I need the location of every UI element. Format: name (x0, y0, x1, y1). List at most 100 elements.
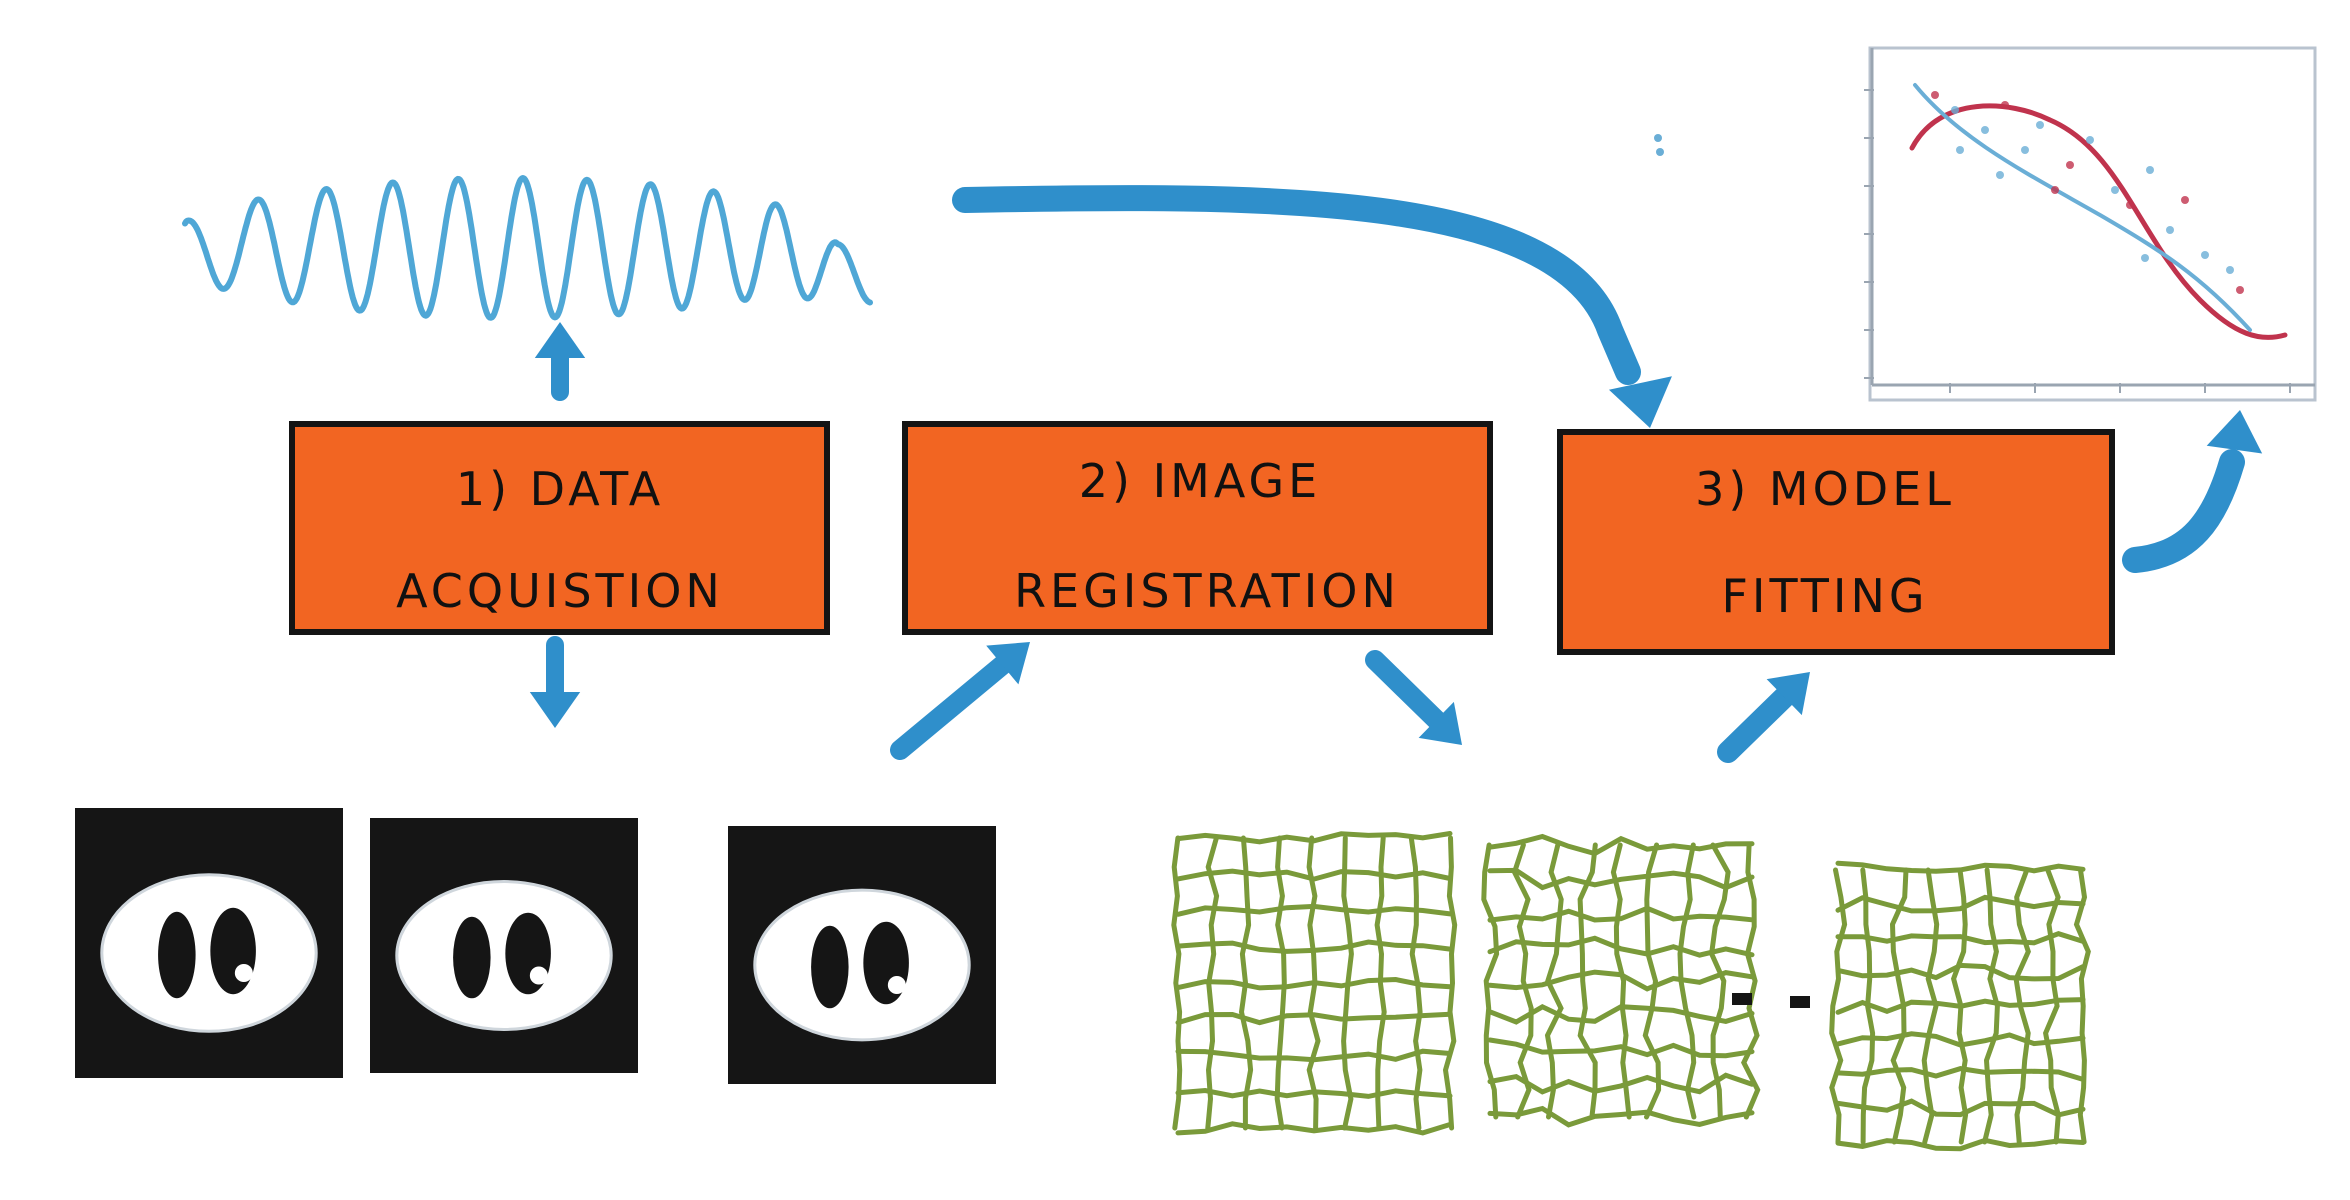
arrow-into-fitting-head (1766, 672, 1810, 716)
plot-data-point (2201, 251, 2209, 259)
plot-data-point (2021, 146, 2029, 154)
grid-line-vertical (1481, 842, 1500, 1120)
plot-data-point (2166, 226, 2174, 234)
grid-line-vertical (1709, 842, 1731, 1120)
grid-line-vertical (1577, 842, 1598, 1120)
signal-wave-icon (182, 175, 873, 321)
arrow-signal-to-fitting-shaft (952, 185, 1641, 385)
stray-dot (1656, 148, 1664, 156)
step-box-image-registration: 2) IMAGE REGISTRATION (902, 421, 1493, 635)
step-3-line-2: FITTING (1721, 569, 1928, 623)
plot-data-point (2236, 286, 2244, 294)
plot-data-point (1981, 126, 1989, 134)
grid-line-horizontal (1835, 1137, 2086, 1152)
grid-line-vertical (1921, 867, 1940, 1145)
plot-data-point (1956, 146, 1964, 154)
grid-line-vertical (1642, 842, 1662, 1120)
grid-line-horizontal (1835, 1066, 2086, 1082)
deformation-grid-icon (1171, 831, 1458, 1136)
mri-lung-left (453, 916, 491, 999)
grid-line-horizontal (1835, 962, 2086, 982)
grid-line-vertical (1442, 835, 1458, 1131)
plot-frame (1868, 46, 2317, 402)
deformation-grids (1171, 831, 2091, 1152)
deformation-grid-icon (1481, 833, 1761, 1128)
grid-line-vertical (1341, 835, 1354, 1131)
grid-line-vertical (1829, 867, 1848, 1145)
mri-slice-icon (75, 808, 343, 1078)
plot-data-point (2181, 196, 2189, 204)
plot-data-point (1931, 91, 1939, 99)
fit-plot-icon (1654, 46, 2317, 402)
grid-line-vertical (1511, 842, 1534, 1120)
mri-body-outline (753, 888, 971, 1042)
mri-body-outline (395, 880, 613, 1031)
step-1-line-1: 1) DATA (456, 462, 664, 516)
mri-slice-icon (728, 826, 996, 1084)
plot-fit-curve-blue (1913, 83, 2252, 332)
grid-line-horizontal (1835, 1031, 2086, 1048)
plot-data-point (2126, 201, 2134, 209)
deformation-grid-icon (1829, 860, 2091, 1152)
plot-data-point (2001, 101, 2009, 109)
mri-lung-left (158, 911, 196, 999)
step-box-model-fitting: 3) MODEL FITTING (1557, 429, 2115, 655)
grid-line-horizontal (1487, 867, 1755, 891)
step-2-line-1: 2) IMAGE (1079, 454, 1321, 508)
plot-data-point (2226, 266, 2234, 274)
grid-line-horizontal (1835, 1098, 2086, 1118)
arrow-fitting-to-plot-shaft (2122, 449, 2245, 573)
plot-data-point (2066, 161, 2074, 169)
mri-body-outline (100, 873, 318, 1033)
step-2-line-2: REGISTRATION (1014, 564, 1400, 618)
mri-lung-left (811, 925, 849, 1009)
grid-line-horizontal (1175, 1121, 1453, 1136)
mri-heart-highlight (529, 966, 548, 985)
grid-line-horizontal (1487, 833, 1755, 857)
grid-line-vertical (2043, 867, 2061, 1145)
grid-line-horizontal (1487, 1037, 1755, 1059)
grid-line-horizontal (1487, 969, 1755, 992)
grid-line-vertical (2073, 867, 2091, 1145)
mri-lung-right (210, 907, 256, 995)
grid-line-vertical (2013, 867, 2031, 1145)
arrow-signal-to-fitting-head (1608, 376, 1672, 428)
plot-fit-curve-red (1909, 103, 2288, 340)
plot-data-point (2051, 186, 2059, 194)
grid-line-horizontal (1487, 1003, 1755, 1025)
plot-data-point (2086, 136, 2094, 144)
grid-line-vertical (1741, 842, 1761, 1120)
grid-line-vertical (1171, 835, 1183, 1131)
grid-line-vertical (1374, 835, 1387, 1131)
ellipsis-icon (1732, 993, 1810, 1008)
step-3-line-1: 3) MODEL (1695, 462, 1955, 516)
grid-line-vertical (1677, 842, 1697, 1120)
grid-line-horizontal (1487, 1105, 1755, 1128)
step-1-line-2: ACQUISTION (396, 564, 724, 618)
arrow-into-fitting-shaft (1717, 681, 1801, 763)
mri-heart-highlight (887, 976, 906, 994)
arrow-to-grids-shaft (1365, 650, 1452, 735)
arrow-into-registration-head (986, 642, 1030, 685)
grid-line-horizontal (1835, 931, 2086, 946)
grid-line-vertical (1610, 842, 1632, 1120)
plot-data-point (1996, 171, 2004, 179)
plot-data-point (2036, 121, 2044, 129)
arrow-to-grids-head (1418, 701, 1462, 745)
grid-line-horizontal (1487, 935, 1755, 958)
grid-line-horizontal (1175, 1048, 1453, 1063)
grid-line-horizontal (1175, 831, 1453, 845)
grid-line-horizontal (1487, 905, 1755, 923)
plot-data-point (1951, 106, 1959, 114)
grid-line-horizontal (1175, 1087, 1453, 1099)
plot-data-point (2111, 186, 2119, 194)
arrow-up-to-signal-head (534, 322, 586, 358)
grid-line-horizontal (1175, 976, 1453, 991)
grid-line-vertical (1274, 835, 1287, 1131)
plot-data-point (2146, 166, 2154, 174)
stray-dot (1654, 134, 1662, 142)
arrow-down-to-mri-head (529, 692, 581, 728)
arrow-fitting-to-plot-head (2206, 410, 2263, 454)
grid-line-horizontal (1835, 894, 2086, 914)
